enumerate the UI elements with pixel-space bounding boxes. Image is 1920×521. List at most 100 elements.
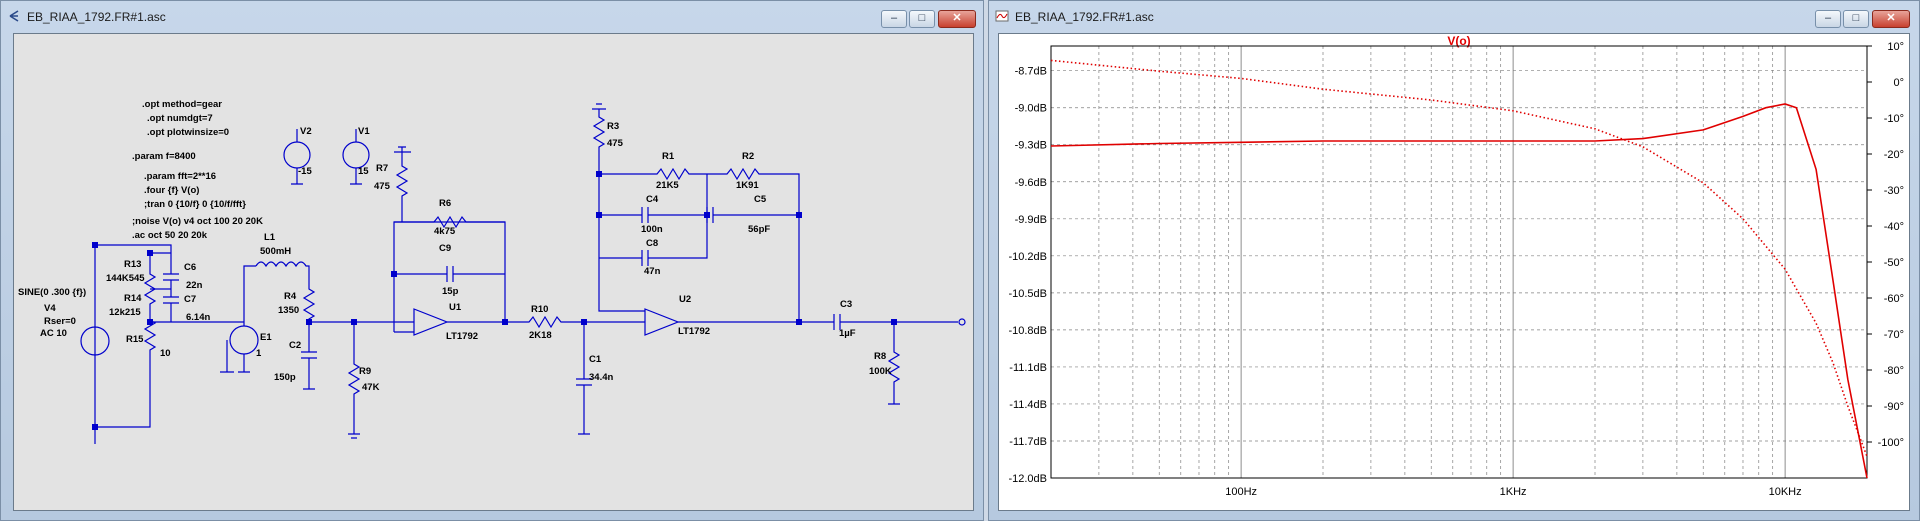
component-value[interactable]: 15 [358, 166, 369, 177]
component-value[interactable]: LT1792 [446, 331, 478, 342]
y2-tick-label: 10° [1887, 41, 1904, 53]
y2-tick-label: -50° [1884, 257, 1904, 269]
component-name[interactable]: R6 [439, 198, 451, 209]
component-name[interactable]: R13 [124, 259, 141, 270]
component-value[interactable]: 22n [186, 280, 203, 291]
schematic-titlebar[interactable]: EB_RIAA_1792.FR#1.asc – □ ✕ [1, 1, 983, 31]
component-value[interactable]: -15 [298, 166, 312, 177]
component-name[interactable]: R1 [662, 151, 675, 162]
magnitude-trace[interactable] [1050, 103, 1868, 479]
ltspice-schematic-icon [9, 10, 19, 22]
component-name[interactable]: R4 [284, 291, 297, 302]
component-name[interactable]: L1 [264, 232, 276, 243]
component-name[interactable]: R2 [742, 151, 754, 162]
component-value[interactable]: 15p [442, 286, 459, 297]
component-value[interactable]: Rser=0 [44, 316, 76, 327]
component-value[interactable]: LT1792 [678, 326, 710, 337]
maximize-button[interactable]: □ [1843, 10, 1869, 28]
component-name[interactable]: C9 [439, 243, 451, 254]
component-value[interactable]: 1350 [278, 305, 299, 316]
y2-tick-label: -90° [1884, 401, 1904, 413]
component-value[interactable]: 144K545 [106, 273, 145, 284]
schematic-window: EB_RIAA_1792.FR#1.asc – □ ✕ [0, 0, 984, 521]
y-tick-label: -11.7dB [1009, 436, 1047, 448]
directive[interactable]: .param fft=2**16 [144, 171, 216, 182]
component-name[interactable]: C4 [646, 194, 659, 205]
component-value[interactable]: 34.4n [589, 372, 613, 383]
component-value[interactable]: 150p [274, 372, 296, 383]
directive[interactable]: .opt method=gear [142, 99, 222, 110]
component-name[interactable]: U1 [449, 302, 462, 313]
component-value[interactable]: 500mH [260, 246, 291, 257]
component-value[interactable]: 2K18 [529, 330, 552, 341]
component-name[interactable]: R9 [359, 366, 371, 377]
maximize-button[interactable]: □ [909, 10, 935, 28]
y2-tick-label: -70° [1884, 329, 1904, 341]
component-name[interactable]: R3 [607, 121, 619, 132]
component-name[interactable]: E1 [260, 332, 272, 343]
y-tick-label: -8.7dB [1015, 66, 1047, 78]
close-button[interactable]: ✕ [1872, 10, 1910, 28]
component-value[interactable]: 1 [256, 348, 262, 359]
component-value[interactable]: 475 [374, 181, 391, 192]
schematic-drawing[interactable]: .opt method=gear .opt numdgt=7 .opt plot… [14, 34, 976, 512]
bode-plot[interactable]: V(o) -8.7dB-9.0dB-9.3dB-9.6dB-9.9dB-10.2… [999, 34, 1911, 512]
component-value[interactable]: 1µF [839, 328, 856, 339]
component-value[interactable]: 12k215 [109, 307, 141, 318]
directive[interactable]: .param f=8400 [132, 151, 196, 162]
directive[interactable]: .ac oct 50 20 20k [132, 230, 208, 241]
trace-label[interactable]: V(o) [1447, 34, 1470, 48]
y-tick-label: -9.9dB [1015, 214, 1047, 226]
directive[interactable]: ;tran 0 {10/f} 0 {10/f/fft} [144, 199, 246, 210]
directive[interactable]: .opt plotwinsize=0 [147, 127, 229, 138]
component-name[interactable]: V1 [358, 126, 370, 137]
component-name[interactable]: C3 [840, 299, 852, 310]
component-value[interactable]: 47n [644, 266, 661, 277]
component-value[interactable]: 21K5 [656, 180, 679, 191]
component-name[interactable]: R7 [376, 163, 388, 174]
y-tick-label: -10.8dB [1008, 325, 1047, 337]
component-value[interactable]: 100K [869, 366, 892, 377]
minimize-button[interactable]: – [881, 10, 907, 28]
component-name[interactable]: R15 [126, 334, 144, 345]
component-value[interactable]: 56pF [748, 224, 770, 235]
component-value[interactable]: SINE(0 .300 {f}) [18, 287, 86, 298]
component-name[interactable]: C8 [646, 238, 658, 249]
component-name[interactable]: C5 [754, 194, 767, 205]
close-button[interactable]: ✕ [938, 10, 976, 28]
directive[interactable]: ;noise V(o) v4 oct 100 20 20K [132, 216, 263, 227]
schematic-canvas[interactable]: .opt method=gear .opt numdgt=7 .opt plot… [13, 33, 974, 511]
component-name[interactable]: V2 [300, 126, 312, 137]
component-name[interactable]: U2 [679, 294, 691, 305]
component-value[interactable]: 47K [362, 382, 380, 393]
component-name[interactable]: C7 [184, 294, 196, 305]
phase-trace[interactable] [1050, 59, 1868, 457]
component-name[interactable]: C2 [289, 340, 301, 351]
component-value[interactable]: 10 [160, 348, 171, 359]
component-value[interactable]: 100n [641, 224, 663, 235]
component-value[interactable]: 6.14n [186, 312, 210, 323]
y2-tick-label: -20° [1884, 149, 1904, 161]
component-value[interactable]: 475 [607, 138, 624, 149]
component-value[interactable]: AC 10 [40, 328, 67, 339]
x-tick-label: 10KHz [1769, 486, 1802, 498]
minimize-button[interactable]: – [1815, 10, 1841, 28]
component-value[interactable]: 1K91 [736, 180, 759, 191]
waveform-titlebar[interactable]: EB_RIAA_1792.FR#1.asc – □ ✕ [989, 1, 1919, 31]
y2-tick-label: -80° [1884, 365, 1904, 377]
component-name[interactable]: R10 [531, 304, 548, 315]
component-name[interactable]: V4 [44, 303, 56, 314]
window-title: EB_RIAA_1792.FR#1.asc [27, 10, 166, 24]
component-name[interactable]: C6 [184, 262, 196, 273]
directive[interactable]: .four {f} V(o) [144, 185, 199, 196]
component-name[interactable]: C1 [589, 354, 602, 365]
y2-tick-label: -30° [1884, 185, 1904, 197]
y-tick-label: -9.0dB [1015, 103, 1047, 115]
plot-frame [1050, 45, 1868, 479]
directive[interactable]: .opt numdgt=7 [147, 113, 213, 124]
component-name[interactable]: R8 [874, 351, 886, 362]
plot-pane[interactable]: V(o) -8.7dB-9.0dB-9.3dB-9.6dB-9.9dB-10.2… [998, 33, 1910, 511]
component-value[interactable]: 4k75 [434, 226, 456, 237]
y-tick-label: -11.1dB [1009, 362, 1047, 374]
component-name[interactable]: R14 [124, 293, 142, 304]
